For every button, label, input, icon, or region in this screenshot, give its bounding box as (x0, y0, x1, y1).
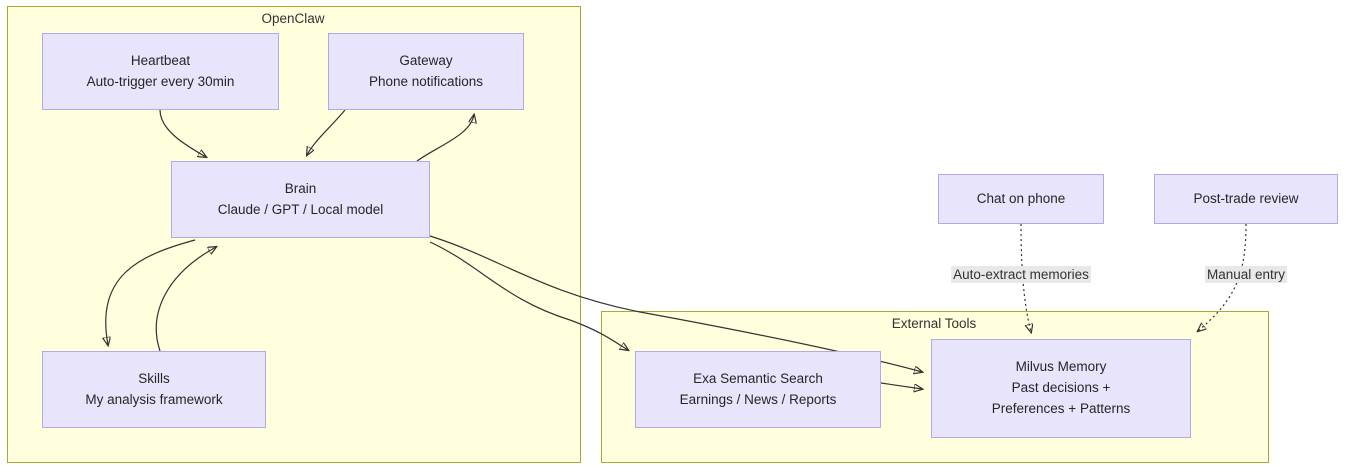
subgraph-openclaw-title: OpenClaw (261, 11, 325, 26)
node-heartbeat-line-1: Heartbeat (130, 52, 191, 68)
node-brain[interactable]: Brain Claude / GPT / Local model (171, 161, 430, 238)
node-gateway-line-1: Gateway (399, 52, 453, 68)
node-exa-line-2: Earnings / News / Reports (679, 391, 837, 407)
edge-label-auto-extract-memories: Auto-extract memories (951, 266, 1091, 283)
node-heartbeat[interactable]: Heartbeat Auto-trigger every 30min (42, 33, 279, 110)
node-milvus-line-3: Preferences + Patterns (991, 400, 1131, 416)
node-skills-line-1: Skills (138, 370, 170, 386)
node-gateway[interactable]: Gateway Phone notifications (328, 33, 524, 110)
node-chat-line-1: Chat on phone (976, 190, 1066, 206)
node-chat-on-phone[interactable]: Chat on phone (938, 174, 1104, 224)
node-exa-semantic-search[interactable]: Exa Semantic Search Earnings / News / Re… (635, 351, 881, 428)
node-skills[interactable]: Skills My analysis framework (42, 351, 266, 428)
edge-label-manual-entry: Manual entry (1204, 266, 1288, 283)
node-brain-line-1: Brain (284, 180, 317, 196)
subgraph-external-tools-title: External Tools (891, 316, 977, 331)
node-post-trade-review[interactable]: Post-trade review (1154, 174, 1338, 224)
node-milvus-memory[interactable]: Milvus Memory Past decisions + Preferenc… (931, 339, 1191, 438)
node-exa-line-1: Exa Semantic Search (693, 370, 823, 386)
node-gateway-line-2: Phone notifications (368, 73, 484, 89)
node-milvus-line-2: Past decisions + (1011, 380, 1111, 396)
node-review-line-1: Post-trade review (1193, 190, 1299, 206)
node-brain-line-2: Claude / GPT / Local model (217, 201, 384, 217)
node-milvus-line-1: Milvus Memory (1015, 359, 1107, 375)
node-heartbeat-line-2: Auto-trigger every 30min (86, 73, 235, 89)
node-skills-line-2: My analysis framework (85, 391, 223, 407)
